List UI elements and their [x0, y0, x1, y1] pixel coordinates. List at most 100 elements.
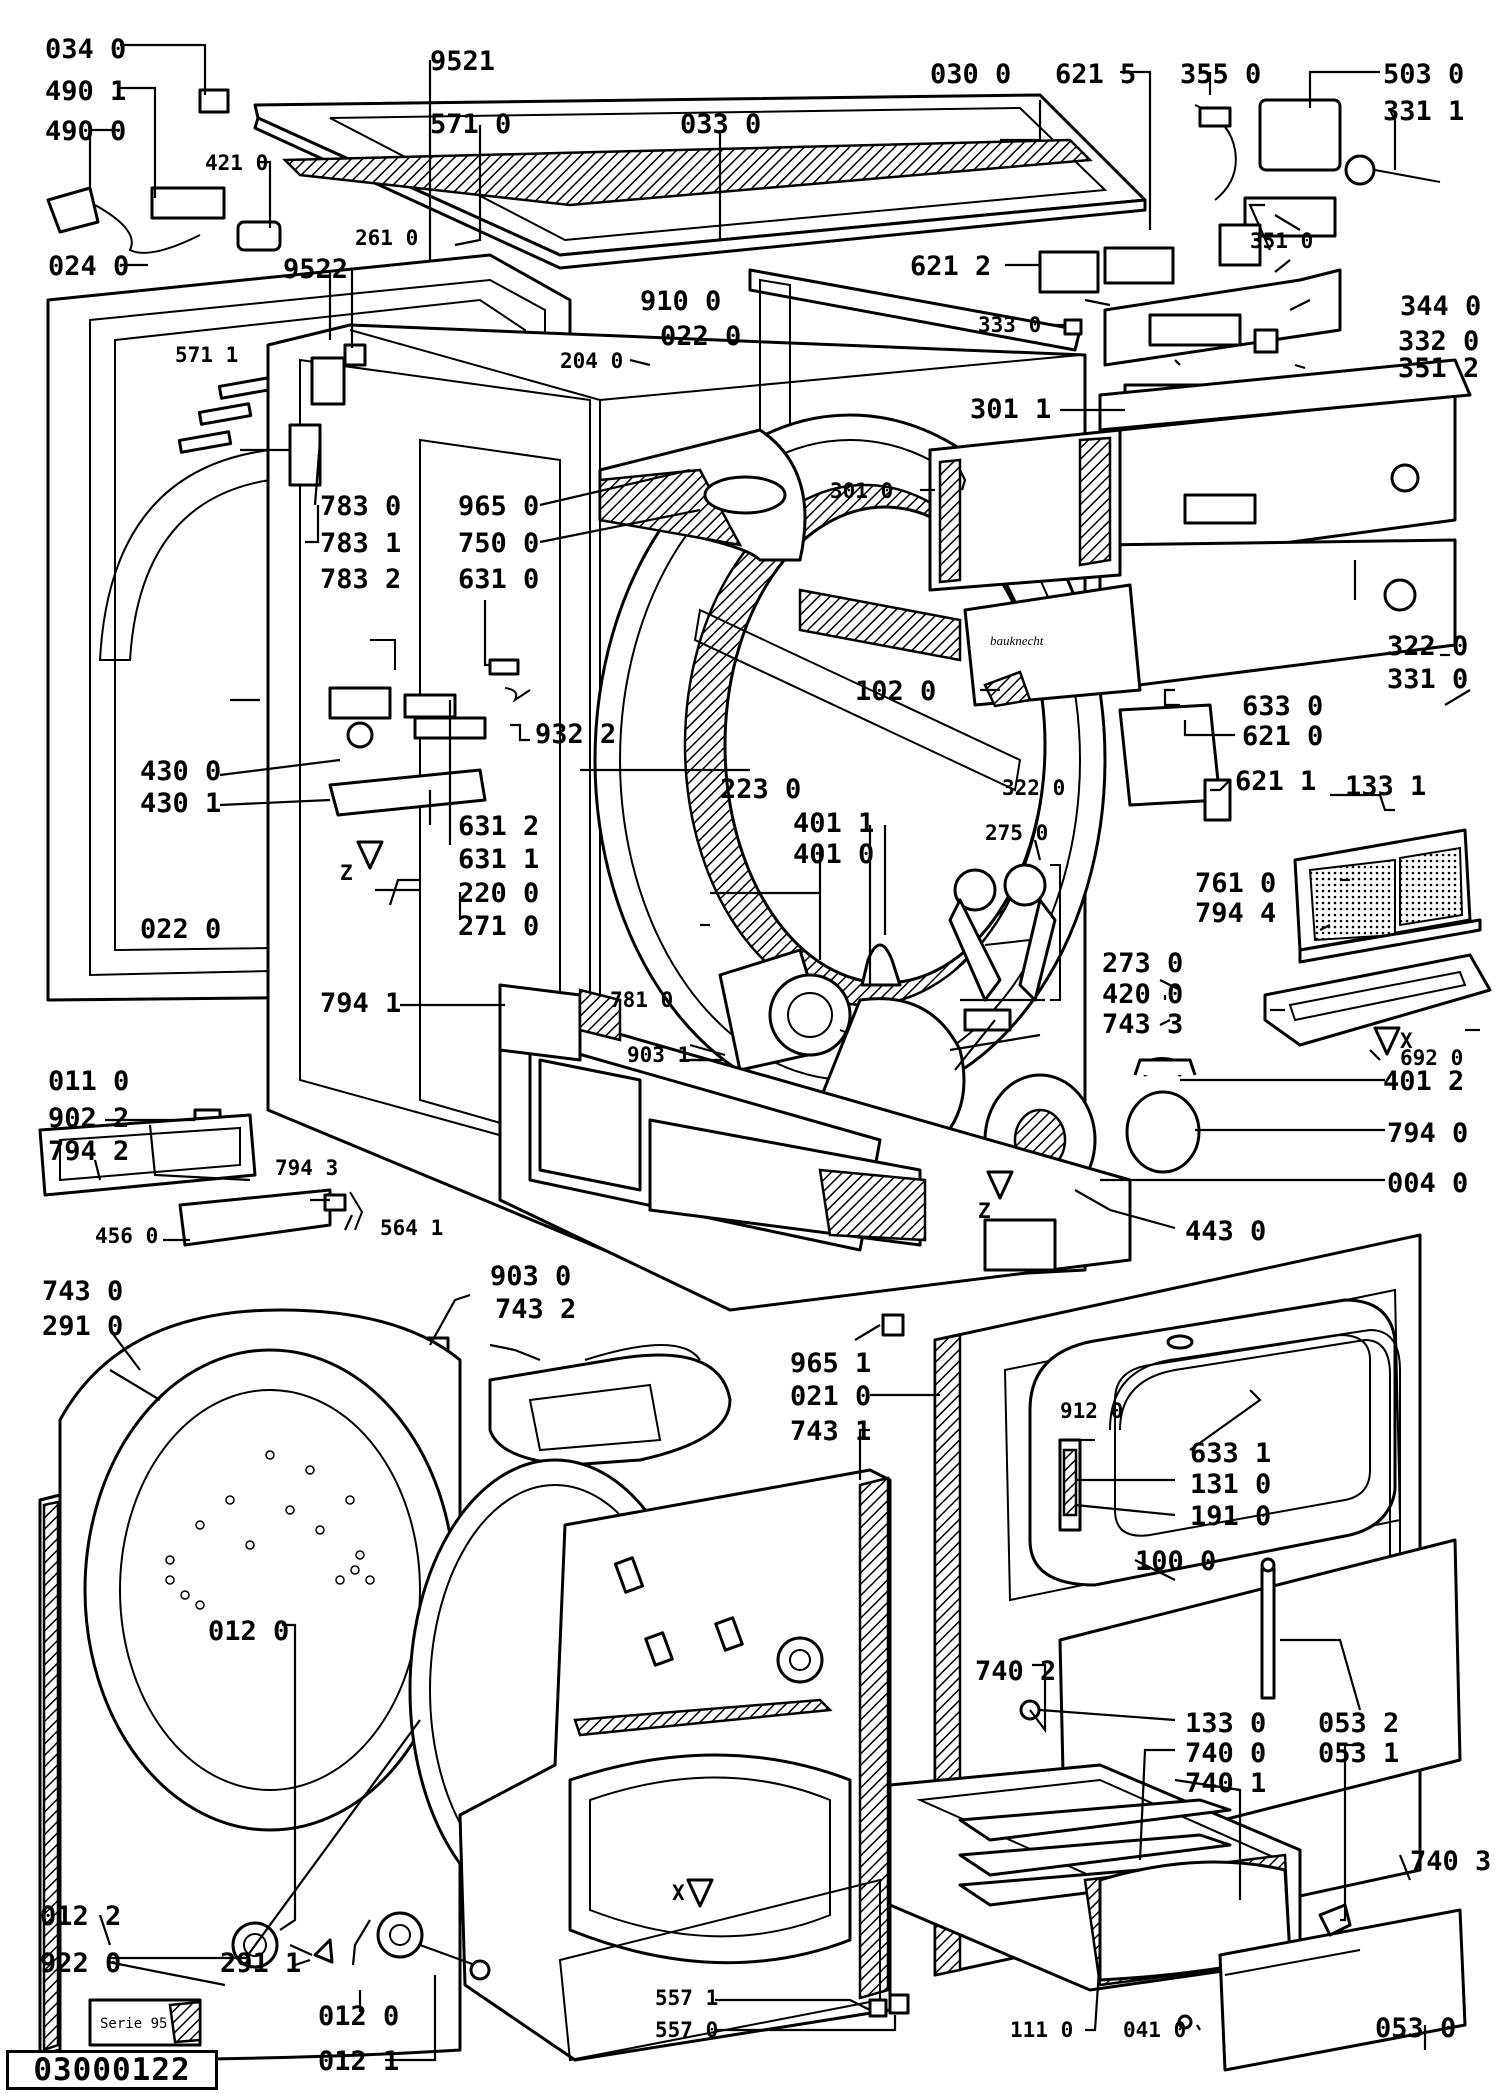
callout-053-2: 053 2 — [1318, 1708, 1399, 1739]
callout-9521: 9521 — [430, 46, 495, 77]
callout-456-0: 456 0 — [95, 1224, 158, 1248]
callout-421-0: 421 0 — [205, 151, 268, 175]
callout-351-2: 351 2 — [1398, 353, 1479, 384]
callout-012-0-lower: 012 0 — [318, 2001, 399, 2032]
drum-clip-right — [1133, 1058, 1197, 1076]
callout-401-1: 401 1 — [793, 808, 874, 839]
heating-element-small — [178, 1188, 364, 1247]
callout-621-0: 621 0 — [1242, 721, 1323, 752]
front-bearing-plate — [376, 1458, 910, 2062]
callout-965-1: 965 1 — [790, 1348, 871, 1379]
callout-191-0: 191 0 — [1190, 1501, 1271, 1532]
marker-x-center: X — [672, 1881, 685, 1905]
panel-logo-text: bauknecht — [990, 633, 1044, 648]
callout-912-0: 912 0 — [1060, 1399, 1123, 1423]
callout-490-0: 490 0 — [45, 116, 126, 147]
callout-041-0: 041 0 — [1123, 2018, 1186, 2042]
callout-100-0: 100 0 — [1135, 1546, 1216, 1577]
callout-351-0: 351 0 — [1250, 229, 1313, 253]
callout-443-0: 443 0 — [1185, 1216, 1266, 1247]
door-seal-gasket — [1109, 1328, 1401, 1560]
callout-401-2: 401 2 — [1383, 1066, 1464, 1097]
callout-503-0: 503 0 — [1383, 59, 1464, 90]
callout-331-1: 331 1 — [1383, 96, 1464, 127]
callout-012-0-upper: 012 0 — [208, 1616, 289, 1647]
kickplate-door — [1218, 1908, 1467, 2072]
callout-024-0: 024 0 — [48, 251, 129, 282]
top-gasket — [282, 138, 1093, 207]
callout-902-2: 902 2 — [48, 1103, 129, 1134]
callout-783-2: 783 2 — [320, 564, 401, 595]
callout-743-2: 743 2 — [495, 1294, 576, 1325]
callout-631-2: 631 2 — [458, 811, 539, 842]
belt-tensioner — [948, 863, 1061, 1032]
callout-022-0-top: 022 0 — [660, 321, 741, 352]
callout-621-1: 621 1 — [1235, 766, 1316, 797]
callout-220-0: 220 0 — [458, 878, 539, 909]
callout-557-0: 557 0 — [655, 2018, 718, 2042]
callout-034-0: 034 0 — [45, 34, 126, 65]
callout-631-1: 631 1 — [458, 844, 539, 875]
marker-z-center: Z — [978, 1199, 991, 1223]
callout-761-0: 761 0 — [1195, 868, 1276, 899]
callout-740-1: 740 1 — [1185, 1768, 1266, 1799]
callout-794-1: 794 1 — [320, 988, 401, 1019]
callout-333-0: 333 0 — [978, 313, 1041, 337]
callout-740-3: 740 3 — [1410, 1846, 1491, 1877]
small-parts-top-right — [1038, 98, 1441, 354]
callout-743-1: 743 1 — [790, 1416, 871, 1447]
valve-plate — [328, 768, 487, 817]
callout-571-0: 571 0 — [430, 109, 511, 140]
callout-910-0: 910 0 — [640, 286, 721, 317]
callout-794-0: 794 0 — [1387, 1118, 1468, 1149]
reference-markers: Z Z X X — [313, 840, 1413, 1964]
callout-301-0: 301 0 — [830, 479, 893, 503]
latch-clip — [1177, 1903, 1352, 2030]
callout-291-1: 291 1 — [220, 1948, 301, 1979]
hinge-pin — [1260, 1557, 1276, 1700]
callout-621-2: 621 2 — [910, 251, 991, 282]
callout-133-1: 133 1 — [1345, 771, 1426, 802]
callout-131-0: 131 0 — [1190, 1469, 1271, 1500]
callout-261-0: 261 0 — [355, 226, 418, 250]
callout-344-0: 344 0 — [1400, 291, 1481, 322]
callout-571-1: 571 1 — [175, 343, 238, 367]
callout-012-1: 012 1 — [318, 2046, 399, 2077]
callout-053-0: 053 0 — [1375, 2013, 1456, 2044]
callout-783-0: 783 0 — [320, 491, 401, 522]
marker-z-left: Z — [340, 861, 353, 885]
callout-331-0: 331 0 — [1387, 664, 1468, 695]
callout-557-1: 557 1 — [655, 1986, 718, 2010]
air-duct — [598, 428, 807, 562]
callout-633-0: 633 0 — [1242, 691, 1323, 722]
callout-111-0: 111 0 — [1010, 2018, 1073, 2042]
callout-004-0: 004 0 — [1387, 1168, 1468, 1199]
drum-clip — [860, 943, 902, 987]
callout-430-0: 430 0 — [140, 756, 221, 787]
callout-275-0: 275 0 — [985, 821, 1048, 845]
callout-033-0: 033 0 — [680, 109, 761, 140]
callout-322-0-right: 322 0 — [1387, 631, 1468, 662]
mains-cable — [46, 88, 282, 254]
callout-965-0: 965 0 — [458, 491, 539, 522]
callout-750-0: 750 0 — [458, 528, 539, 559]
callout-9522: 9522 — [283, 254, 348, 285]
valve-assembly — [328, 639, 531, 817]
control-panel: bauknecht — [928, 318, 1472, 708]
callout-932-2: 932 2 — [535, 719, 616, 750]
callout-355-0: 355 0 — [1180, 59, 1261, 90]
label-plate-text: Serie 95 — [100, 2016, 167, 2032]
callout-743-0: 743 0 — [42, 1276, 123, 1307]
callout-922-0: 922 0 — [40, 1948, 121, 1979]
callout-794-2: 794 2 — [48, 1136, 129, 1167]
callout-labels: 034 0 490 1 490 0 421 0 024 0 9521 571 0… — [40, 34, 1491, 2077]
callout-322-0-lower: 322 0 — [1002, 776, 1065, 800]
callout-631-0: 631 0 — [458, 564, 539, 595]
marker-x-right: X — [1400, 1029, 1413, 1053]
callout-332-0: 332 0 — [1398, 326, 1479, 357]
callout-564-1: 564 1 — [380, 1216, 443, 1240]
leader-lines — [88, 43, 1480, 2062]
callout-401-0: 401 0 — [793, 839, 874, 870]
